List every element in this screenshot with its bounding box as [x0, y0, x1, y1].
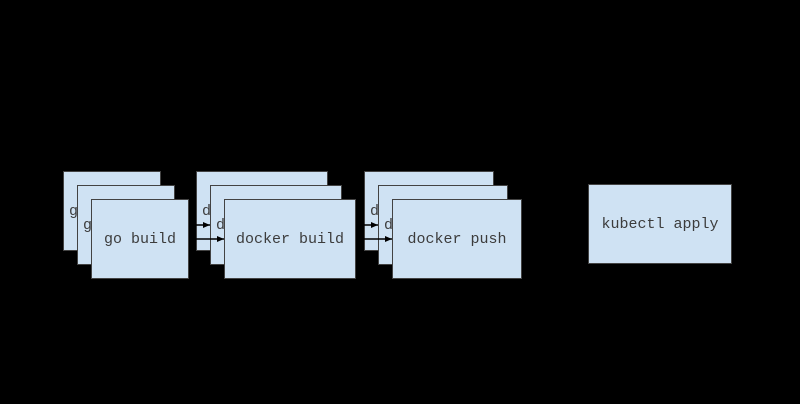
stage-label-docker-push: docker push	[407, 230, 507, 248]
stage-label-kubectl-apply: kubectl apply	[601, 215, 719, 233]
stage-box-docker-build: docker build	[224, 199, 356, 279]
stage-box-docker-push: docker push	[392, 199, 522, 279]
stage-box-kubectl-apply: kubectl apply	[588, 184, 732, 264]
stage-label-go-build: go build	[103, 230, 176, 248]
stage-box-go-build: go build	[91, 199, 189, 279]
stage-label-docker-build: docker build	[235, 230, 345, 248]
